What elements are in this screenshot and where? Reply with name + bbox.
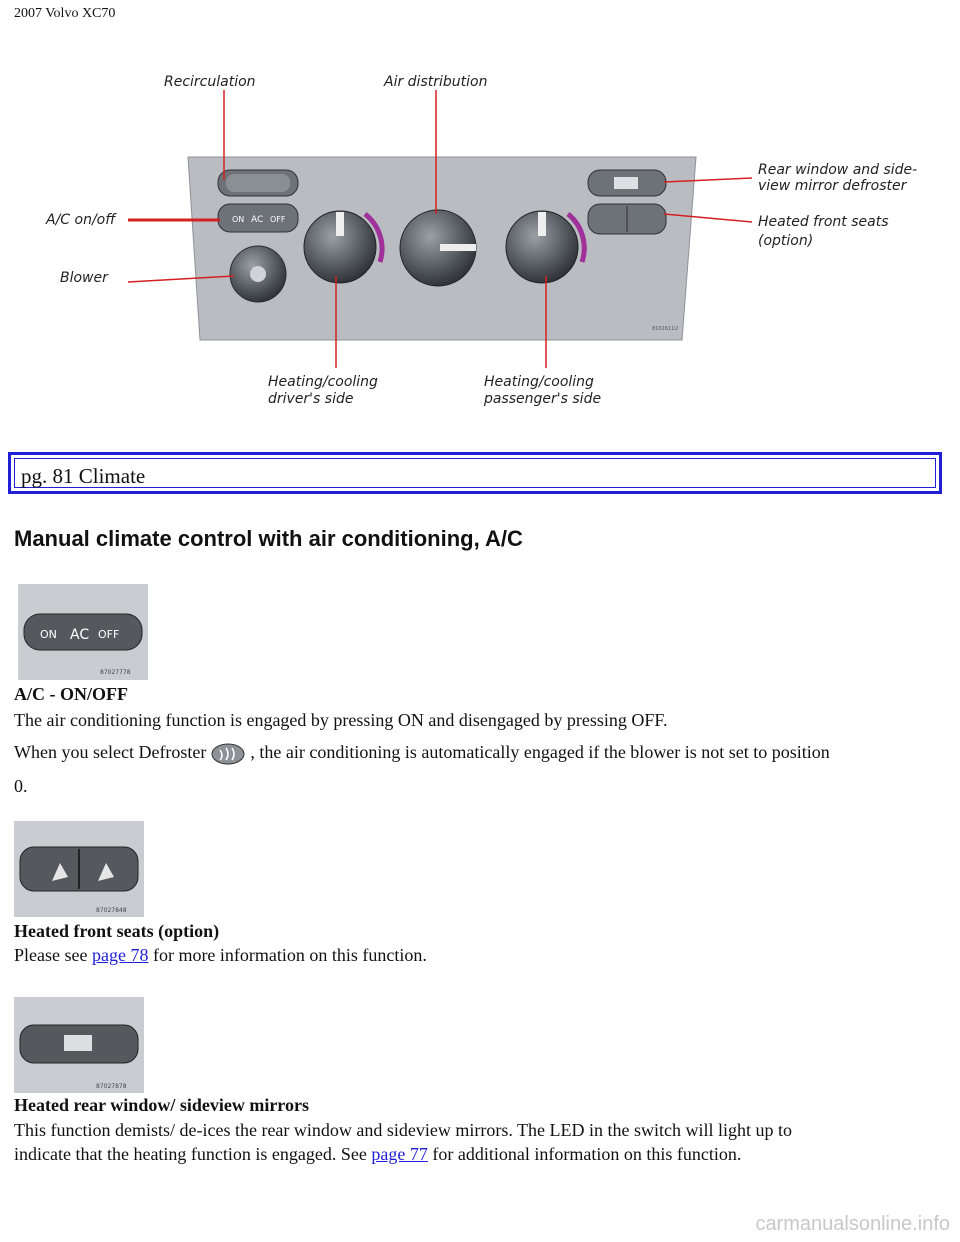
- callout-rear-1: Rear window and side-: [758, 162, 917, 178]
- callout-ac: A/C on/off: [45, 212, 117, 228]
- rear-text-2: indicate that the heating function is en…: [14, 1144, 742, 1164]
- ac-text-2: When you select Defroster, the air condi…: [14, 740, 944, 766]
- callout-driver-1: Heating/cooling: [268, 374, 378, 390]
- page-heading: Manual climate control with air conditio…: [14, 526, 523, 551]
- driver-temp-knob: [303, 210, 377, 284]
- svg-text:ON: ON: [40, 628, 57, 641]
- callout-driver-2: driver's side: [268, 391, 353, 407]
- climate-panel-figure: ON AC OFF 8102611U Recirculation Air dis…: [45, 74, 917, 407]
- page-box: pg. 81 Climate: [8, 452, 942, 494]
- rear-defroster-thumbnail: 87027878: [14, 997, 144, 1093]
- ac-button: [217, 203, 299, 233]
- svg-text:AC: AC: [70, 627, 89, 643]
- svg-text:87027848: 87027848: [96, 907, 127, 914]
- passenger-temp-knob: [505, 210, 579, 284]
- document-header: 2007 Volvo XC70: [14, 6, 116, 21]
- page-78-link[interactable]: page 78: [91, 945, 149, 965]
- ac-switch-thumbnail: ON AC OFF 87027778: [18, 584, 148, 680]
- callout-seats-1: Heated front seats: [758, 214, 889, 230]
- ac-text-1: The air conditioning function is engaged…: [14, 710, 668, 730]
- callout-rear-2: view mirror defroster: [758, 178, 908, 194]
- rear-text-1: This function demists/ de-ices the rear …: [14, 1120, 793, 1140]
- svg-text:87027778: 87027778: [100, 669, 131, 676]
- page-box-title: pg. 81 Climate: [14, 458, 936, 488]
- svg-text:OFF: OFF: [98, 628, 119, 641]
- svg-text:87027878: 87027878: [96, 1083, 127, 1090]
- ac-label: A/C - ON/OFF: [14, 684, 128, 704]
- svg-text:8102611U: 8102611U: [652, 326, 678, 332]
- callout-passenger-1: Heating/cooling: [484, 374, 594, 390]
- seat-switch-thumbnail: 87027848: [14, 821, 144, 917]
- defroster-icon: [211, 743, 245, 765]
- rear-label: Heated rear window/ sideview mirrors: [14, 1095, 309, 1115]
- seats-label: Heated front seats (option): [14, 921, 220, 941]
- svg-text:OFF: OFF: [270, 215, 286, 224]
- svg-text:AC: AC: [251, 215, 263, 225]
- seats-text: Please see page 78 for more information …: [14, 945, 427, 965]
- ac-text-3: 0.: [14, 776, 28, 796]
- callout-blower: Blower: [60, 270, 109, 286]
- page-77-link[interactable]: page 77: [371, 1144, 428, 1164]
- svg-text:ON: ON: [232, 215, 244, 224]
- callout-seats-2: (option): [758, 233, 813, 249]
- callout-air-distribution: Air distribution: [383, 74, 487, 90]
- watermark: carmanualsonline.info: [755, 1213, 950, 1235]
- callout-passenger-2: passenger's side: [483, 391, 601, 407]
- callout-recirculation: Recirculation: [164, 74, 256, 90]
